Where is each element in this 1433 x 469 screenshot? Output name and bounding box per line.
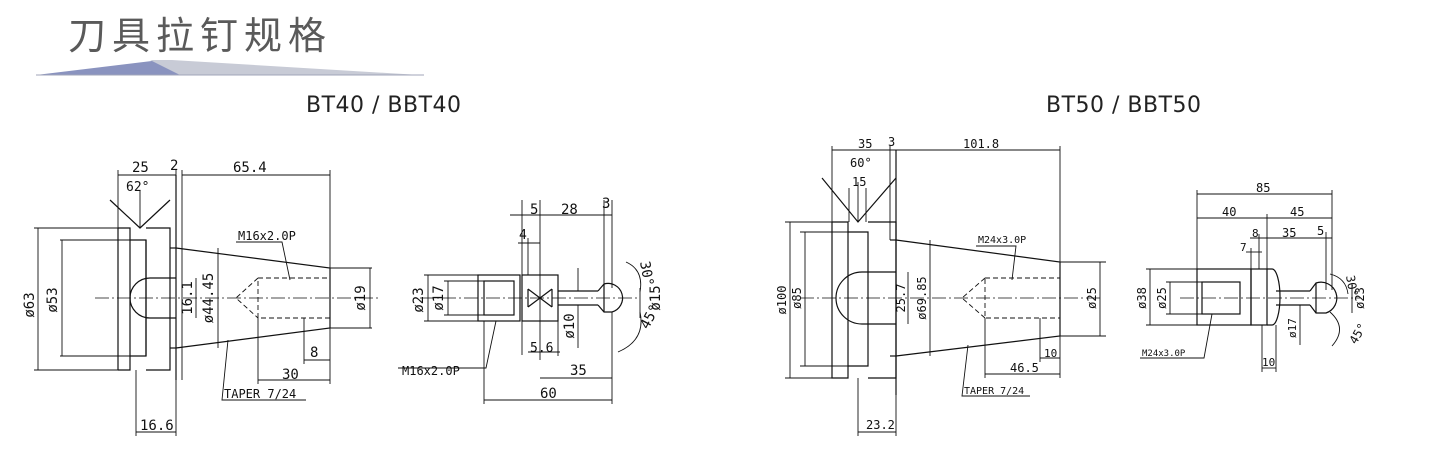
bt50-holder-dim-6: ø100 (775, 286, 789, 315)
bt40-stud-dim-5: ø23 (411, 287, 427, 312)
bt50-holder-dim-13: TAPER 7/24 (964, 386, 1024, 397)
bt40-stud-drawing: 5 28 3 4 30° ø23 ø17 ø15 45° ø10 5.6 35 … (398, 196, 664, 404)
bt40-stud-dim-2: 3 (602, 196, 610, 212)
bt50-holder-dim-0: 35 (858, 137, 872, 151)
bt50-stud-dim-4: 35 (1282, 226, 1296, 240)
bt50-holder-dim-7: ø85 (790, 287, 804, 309)
page-title: 刀具拉钉规格 (68, 14, 333, 58)
bt50-stud-dim-2: 45 (1290, 205, 1304, 219)
bt50-holder-dim-3: 60° (850, 156, 872, 170)
bt40-holder-dim-4: M16x2.0P (238, 229, 296, 243)
bt50-holder-dim-9: ø69.85 (915, 276, 929, 319)
bt40-stud-dim-7: ø15 (648, 285, 664, 310)
bt50-stud-dim-8: ø25 (1155, 287, 1169, 309)
bt50-holder-drawing: 35 3 101.8 60° 15 M24x3.0P ø100 ø85 25.7… (775, 135, 1106, 436)
bt50-stud-dim-1: 40 (1222, 205, 1236, 219)
bt50-stud-dim-14: 10 (1262, 356, 1275, 369)
bt50-stud-dim-0: 85 (1256, 181, 1270, 195)
bt50-stud-dim-9: 30° (1343, 274, 1361, 298)
bt40-holder-drawing: 25 2 65.4 62° M16x2.0P ø63 ø53 16.1 ø44.… (22, 158, 380, 436)
bt50-stud-drawing: 85 40 45 8 35 5 7 ø38 ø25 30° ø23 45° ø1… (1135, 181, 1369, 372)
bt40-stud-dim-3: 4 (519, 228, 527, 243)
bt40-holder-dim-7: 16.1 (180, 281, 196, 315)
bt50-holder-dim-4: 15 (852, 175, 866, 189)
bt40-stud-dim-6: ø17 (431, 285, 447, 310)
bt50-holder-dim-8: 25.7 (894, 284, 908, 313)
title-underline (36, 60, 424, 76)
bt40-stud-dim-4: 30° (636, 260, 656, 288)
bt50-stud-dim-12: ø17 (1286, 318, 1299, 338)
bt40-holder-dim-12: TAPER 7/24 (224, 387, 296, 401)
bt40-holder-dim-0: 25 (132, 160, 149, 176)
bt50-stud-dim-11: 45° (1346, 321, 1369, 347)
bt40-holder-dim-13: 16.6 (140, 418, 174, 434)
bt40-stud-dim-1: 28 (561, 202, 578, 218)
bt40-stud-dim-11: 35 (570, 363, 587, 379)
bt50-holder-dim-2: 101.8 (963, 137, 999, 151)
bt50-holder-dim-11: 10 (1044, 347, 1057, 360)
bt50-stud-dim-3: 8 (1252, 227, 1259, 240)
bt50-stud-dim-10: ø23 (1353, 287, 1367, 309)
bt50-stud-dim-7: ø38 (1135, 287, 1149, 309)
bt40-holder-dim-9: ø19 (353, 285, 369, 310)
bt50-holder-dim-10: ø25 (1085, 287, 1099, 309)
bt40-holder-dim-10: 8 (310, 345, 318, 361)
bt40-stud-dim-13: M16x2.0P (402, 364, 460, 378)
bt40-holder-dim-11: 30 (282, 367, 299, 383)
bt40-stud-dim-0: 5 (530, 202, 538, 218)
bt40-stud-dim-9: ø10 (562, 313, 578, 338)
bt40-holder-dim-8: ø44.45 (201, 273, 217, 324)
bt40-holder-dim-6: ø53 (45, 287, 61, 312)
bt40-stud-dim-12: 60 (540, 386, 557, 402)
bt50-stud-dim-13: M24x3.0P (1142, 349, 1186, 359)
bt50-stud-dim-5: 5 (1317, 224, 1324, 238)
header: 刀具拉钉规格 (0, 0, 440, 82)
bt50-holder-dim-12: 46.5 (1010, 361, 1039, 375)
bt40-holder-dim-2: 65.4 (233, 160, 267, 176)
bt50-holder-dim-1: 3 (888, 135, 895, 149)
bt50-holder-dim-5: M24x3.0P (978, 235, 1026, 246)
section-title-bt50: BT50 / BBT50 (1046, 93, 1202, 118)
bt40-holder-dim-3: 62° (126, 180, 149, 195)
section-title-bt40: BT40 / BBT40 (306, 93, 462, 118)
bt40-stud-dim-10: 5.6 (530, 341, 553, 356)
bt50-stud-dim-6: 7 (1240, 241, 1247, 254)
bt40-holder-dim-1: 2 (170, 158, 178, 174)
bt40-holder-dim-5: ø63 (22, 292, 38, 317)
bt50-holder-dim-14: 23.2 (866, 418, 895, 432)
